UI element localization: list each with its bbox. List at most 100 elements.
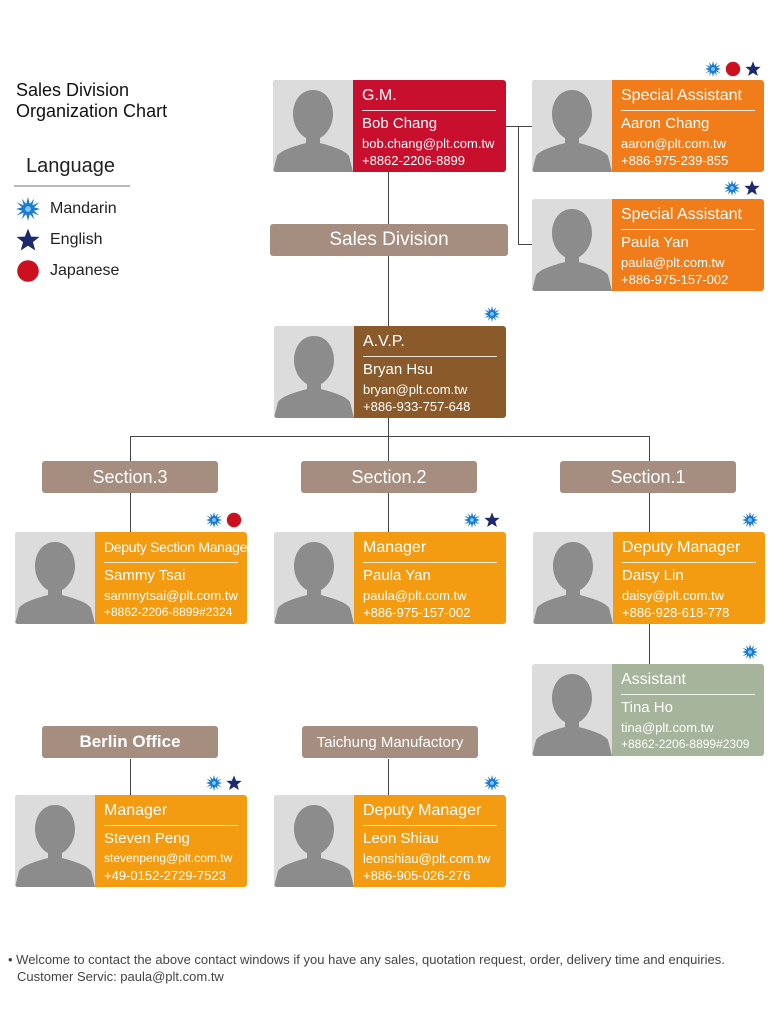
card-name: Leon Shiau: [363, 830, 439, 847]
card-phone: +886-975-239-855: [621, 153, 729, 168]
card-role: Manager: [104, 802, 168, 819]
connector-section2-card: [388, 492, 389, 532]
card-role: Deputy Section Manager: [104, 539, 247, 555]
card-phone: +8862-2206-8899#2309: [621, 737, 750, 751]
sec3-language-badges: [206, 512, 242, 528]
mandarin-starburst-icon: [464, 512, 480, 528]
card-phone: +886-975-157-002: [621, 272, 729, 287]
connector-special2: [518, 244, 534, 245]
card-email[interactable]: bryan@plt.com.tw: [363, 382, 468, 397]
connector-sections-bar: [130, 436, 650, 437]
card-email[interactable]: stevenpeng@plt.com.tw: [104, 851, 233, 865]
card-name: Paula Yan: [363, 567, 431, 584]
avp-language-badges: [484, 306, 500, 322]
card-name: Tina Ho: [621, 699, 673, 716]
card-name: Daisy Lin: [622, 567, 684, 584]
sec1-language-badges: [742, 512, 758, 528]
connector-section3: [130, 436, 131, 461]
card-email[interactable]: bob.chang@plt.com.tw: [362, 136, 495, 151]
sec2-language-badges: [464, 512, 500, 528]
mandarin-starburst-icon: [742, 512, 758, 528]
assistant-card: Assistant Tina Ho tina@plt.com.tw +8862-…: [532, 664, 764, 756]
card-role: G.M.: [362, 87, 397, 104]
legend-heading: Language: [26, 155, 115, 177]
person-silhouette-icon: [532, 80, 612, 172]
english-star-icon: [484, 512, 500, 528]
mandarin-starburst-icon: [484, 306, 500, 322]
mandarin-starburst-icon: [484, 775, 500, 791]
person-silhouette-icon: [274, 532, 354, 624]
mandarin-starburst-icon: [705, 61, 721, 77]
legend-item-japanese: Japanese: [16, 259, 119, 283]
card-phone: +886-933-757-648: [363, 399, 471, 414]
chart-title-line1: Sales Division: [16, 80, 130, 100]
section-3-label: Section.3: [42, 461, 218, 493]
connector-section1-card: [649, 492, 650, 532]
berlin-office-label: Berlin Office: [42, 726, 218, 758]
japanese-circle-icon: [725, 61, 741, 77]
person-silhouette-icon: [533, 532, 613, 624]
card-phone: +8862-2206-8899: [362, 153, 466, 168]
berlin-card: Manager Steven Peng stevenpeng@plt.com.t…: [15, 795, 247, 887]
card-email[interactable]: leonshiau@plt.com.tw: [363, 851, 491, 866]
card-phone: +886-905-026-276: [363, 868, 471, 883]
footer-note: • Welcome to contact the above contact w…: [8, 951, 725, 985]
footer-line1-text: Welcome to contact the above contact win…: [16, 952, 725, 967]
mandarin-starburst-icon: [16, 197, 40, 221]
legend-item-english: English: [16, 228, 102, 252]
taichung-card: Deputy Manager Leon Shiau leonshiau@plt.…: [274, 795, 506, 887]
card-role: Special Assistant: [621, 206, 742, 223]
connector-deputy-assistant: [649, 624, 650, 664]
special-assistant-2-card: Special Assistant Paula Yan paula@plt.co…: [532, 199, 764, 291]
connector-gm-special: [506, 126, 534, 127]
card-name: Bob Chang: [362, 115, 438, 132]
card-email[interactable]: tina@plt.com.tw: [621, 720, 714, 735]
card-email[interactable]: paula@plt.com.tw: [621, 255, 725, 270]
person-silhouette-icon: [15, 795, 95, 887]
card-role: Deputy Manager: [622, 539, 741, 556]
special1-language-badges: [705, 61, 761, 77]
legend-label-japanese: Japanese: [50, 262, 120, 279]
card-role: Manager: [363, 539, 427, 556]
connector-berlin-card: [130, 759, 131, 795]
card-name: Aaron Chang: [621, 115, 710, 132]
english-star-icon: [16, 228, 40, 252]
japanese-circle-icon: [16, 259, 40, 283]
card-divider: [104, 825, 238, 826]
card-divider: [621, 110, 755, 111]
card-phone: +886-928-618-778: [622, 605, 730, 620]
connector-section3-card: [130, 492, 131, 532]
person-silhouette-icon: [532, 199, 612, 291]
card-email[interactable]: daisy@plt.com.tw: [622, 588, 725, 603]
card-divider: [362, 110, 496, 111]
connector-special-vertical: [518, 126, 519, 244]
card-divider: [622, 562, 756, 563]
card-divider: [621, 229, 755, 230]
legend-label-mandarin: Mandarin: [50, 200, 117, 217]
footer-line1: • Welcome to contact the above contact w…: [8, 952, 725, 967]
special2-language-badges: [724, 180, 760, 196]
person-silhouette-icon: [273, 80, 353, 172]
connector-avp-sections: [388, 417, 389, 437]
section-1-card: Deputy Manager Daisy Lin daisy@plt.com.t…: [533, 532, 765, 624]
chart-title-line2: Organization Chart: [16, 101, 168, 121]
section-2-label: Section.2: [301, 461, 477, 493]
avp-card: A.V.P. Bryan Hsu bryan@plt.com.tw +886-9…: [274, 326, 506, 418]
section-3-card: Deputy Section Manager Sammy Tsai sammyt…: [15, 532, 247, 624]
english-star-icon: [744, 180, 760, 196]
taichung-manufactory-label: Taichung Manufactory: [302, 726, 478, 758]
connector-section1: [649, 436, 650, 461]
card-email[interactable]: paula@plt.com.tw: [363, 588, 467, 603]
connector-gm-sales: [388, 172, 389, 224]
card-phone: +8862-2206-8899#2324: [104, 605, 233, 619]
connector-sales-avp: [388, 256, 389, 326]
section-2-card: Manager Paula Yan paula@plt.com.tw +886-…: [274, 532, 506, 624]
chart-title: Sales Division Organization Chart: [16, 80, 167, 122]
card-role: Special Assistant: [621, 87, 742, 104]
card-role: Deputy Manager: [363, 802, 482, 819]
card-email[interactable]: aaron@plt.com.tw: [621, 136, 726, 151]
card-email[interactable]: sammytsai@plt.com.tw: [104, 588, 238, 603]
card-divider: [104, 562, 238, 563]
card-phone: +886-975-157-002: [363, 605, 471, 620]
mandarin-starburst-icon: [742, 644, 758, 660]
